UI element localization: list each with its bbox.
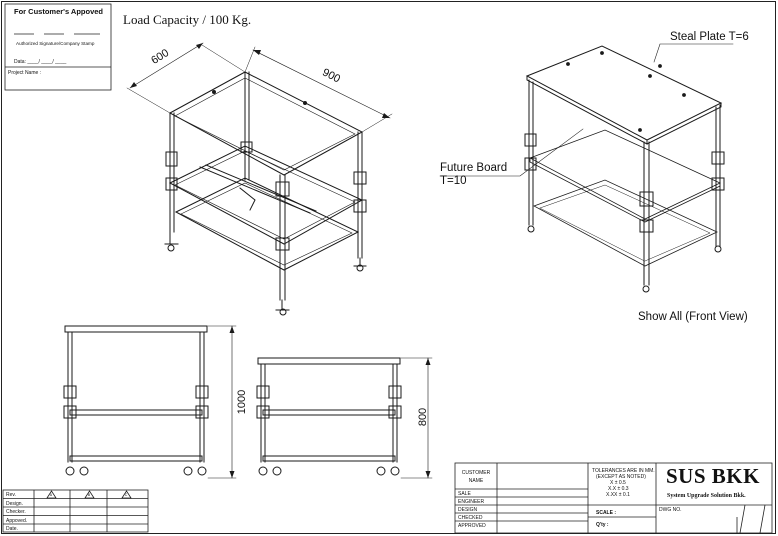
approval-box-frame (4, 3, 112, 91)
company-logo-text: SUS BKK (666, 464, 760, 488)
company-tagline: System Upgrade Solution Bkk. (667, 493, 746, 499)
front-view-800 (256, 357, 433, 479)
tolerance-title: TOLERANCES ARE IN MM. (592, 468, 655, 474)
rev-row-label: Rev. (6, 492, 16, 498)
tolerance-xxx: X.XX ± 0.1 (606, 492, 630, 498)
role-checked: CHECKED (458, 515, 483, 521)
role-approved: APPROVED (458, 523, 486, 529)
date-row-label: Date. (6, 526, 18, 532)
checker-row-label: Checker. (6, 509, 26, 515)
tolerance-xx: X.X ± 0.3 (608, 486, 629, 492)
revision-table-grid (2, 489, 149, 533)
approval-date-label: Data: ____/ ____/ ____ (14, 59, 67, 65)
front-view-1000 (63, 325, 237, 479)
design-row-label: Design. (6, 500, 23, 507)
tolerance-x: X ± 0.5 (610, 480, 626, 486)
rev-mark-a: A (49, 493, 53, 497)
approval-project-label: Project Name : (8, 70, 42, 76)
customer-name-label: CUSTOMER NAME (461, 470, 491, 484)
tolerance-note: (EXCEPT AS NOTED) (596, 474, 646, 480)
future-board-callout: Future Board (440, 162, 508, 174)
isometric-frame-right (439, 43, 734, 293)
role-engineer: ENGINEER (458, 499, 485, 505)
rev-mark-c: C (124, 493, 128, 497)
role-sale: SALE (458, 491, 471, 497)
scale-label: SCALE : (596, 510, 616, 516)
isometric-frame-left (126, 42, 393, 316)
approved-row-label: Appoved. (6, 517, 28, 524)
approval-title: For Customer's Appoved (14, 7, 104, 16)
future-board-thickness: T=10 (440, 175, 467, 187)
approval-signature-label: Authorized Signature/Company Stamp (16, 41, 95, 46)
title-block-grid (454, 462, 773, 534)
load-capacity-note: Load Capacity / 100 Kg. (123, 12, 252, 27)
show-all-caption: Show All (Front View) (638, 311, 748, 323)
rev-mark-b: B (87, 493, 91, 497)
role-design: DESIGN (458, 507, 478, 513)
dimension-height-full: 1000 (236, 389, 249, 415)
steel-plate-callout: Steal Plate T=6 (670, 31, 749, 43)
dwg-no-label: DWG NO. (659, 507, 682, 513)
qty-label: Q'ty : (596, 522, 609, 528)
dimension-height-board: 800 (417, 407, 430, 427)
